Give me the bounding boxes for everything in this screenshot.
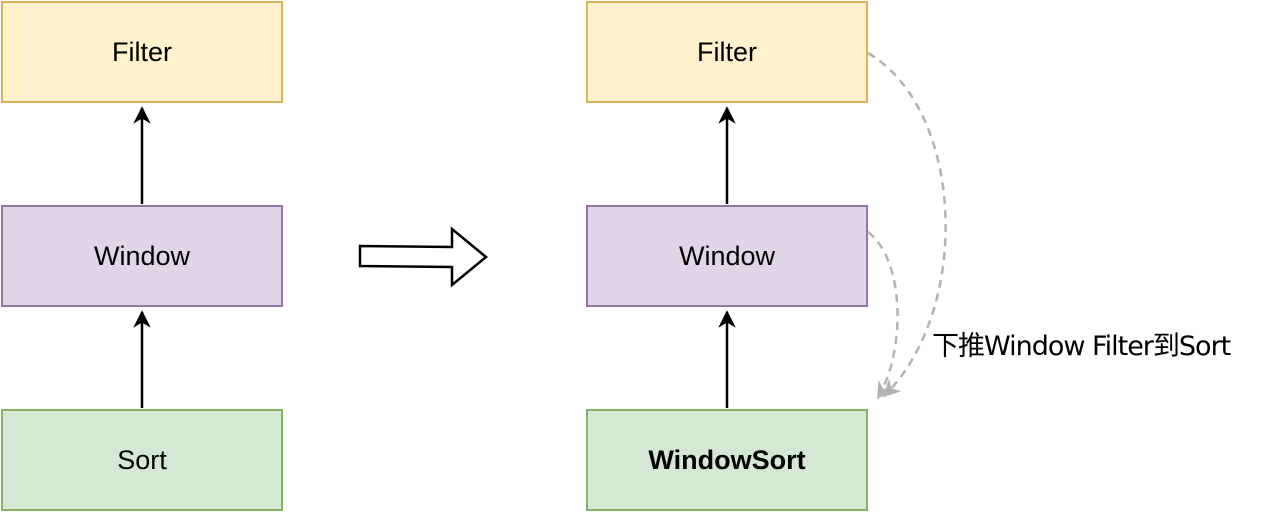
- after-filter-node[interactable]: Filter: [586, 1, 868, 103]
- before-window-label: Window: [93, 240, 191, 271]
- transform-arrow: [358, 226, 488, 288]
- after-window-node[interactable]: Window: [586, 205, 868, 307]
- before-filter-label: Filter: [112, 36, 172, 67]
- pushdown-curve-window: [867, 231, 899, 400]
- before-filter-node[interactable]: Filter: [1, 1, 283, 103]
- after-window-label: Window: [678, 240, 776, 271]
- pushdown-annotation: 下推Window Filter到Sort: [932, 331, 1231, 362]
- before-window-node[interactable]: Window: [1, 205, 283, 307]
- before-sort-label: Sort: [117, 444, 167, 475]
- before-sort-node[interactable]: Sort: [1, 409, 283, 511]
- after-windowsort-node[interactable]: WindowSort: [586, 409, 868, 511]
- after-windowsort-label: WindowSort: [648, 444, 806, 475]
- after-filter-label: Filter: [697, 36, 757, 67]
